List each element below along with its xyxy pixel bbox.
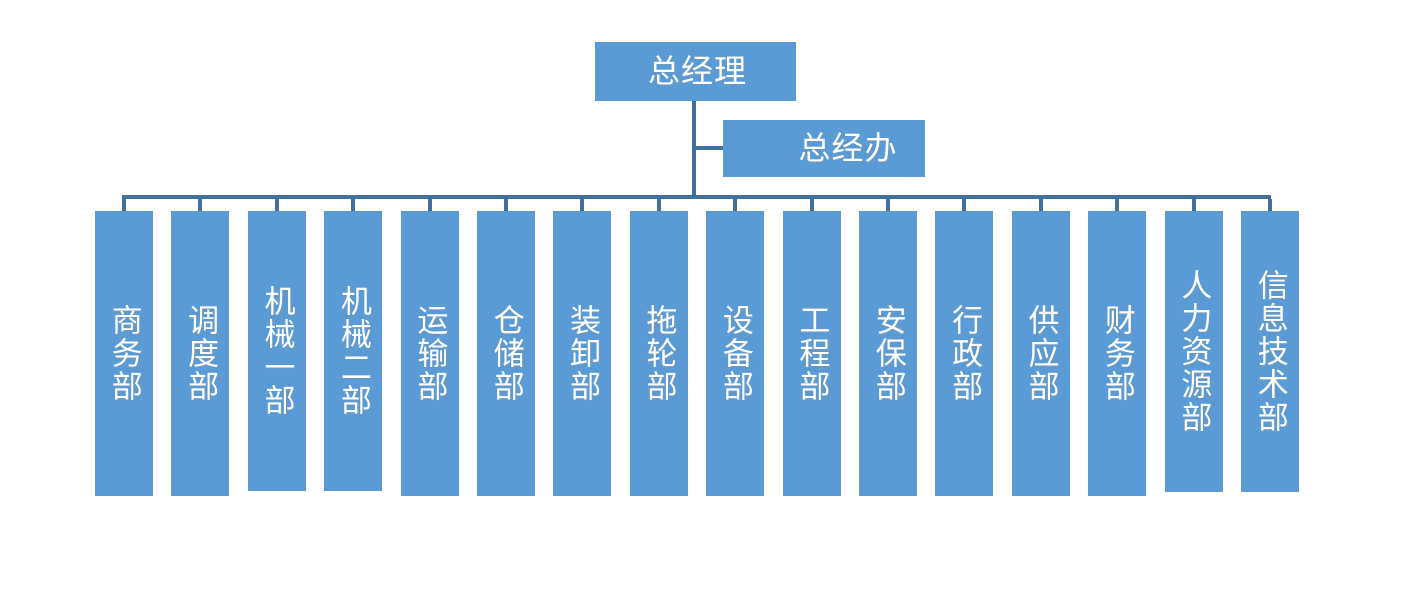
connector-drop-stub bbox=[274, 199, 279, 212]
node-department-9[interactable]: 设备部 bbox=[706, 211, 765, 496]
connector-drop-stub bbox=[427, 199, 432, 212]
node-department-label: 装卸部 bbox=[565, 304, 601, 403]
connector-drop-stub bbox=[656, 199, 661, 212]
node-department-label: 财务部 bbox=[1099, 304, 1135, 403]
node-department-15[interactable]: 人力资源部 bbox=[1164, 211, 1223, 492]
node-department-label: 机械一部 bbox=[259, 285, 295, 417]
connector-drop-stub bbox=[733, 199, 738, 212]
connector-drop-stub bbox=[351, 199, 356, 212]
node-department-12[interactable]: 行政部 bbox=[935, 211, 994, 496]
node-department-14[interactable]: 财务部 bbox=[1088, 211, 1147, 496]
node-department-label: 拖轮部 bbox=[641, 304, 677, 403]
connector-drop-stub bbox=[1038, 199, 1043, 212]
connector-drop-stub bbox=[122, 199, 126, 212]
node-department-label: 仓储部 bbox=[488, 304, 524, 403]
node-department-4[interactable]: 机械二部 bbox=[324, 211, 383, 491]
node-department-label: 信息技术部 bbox=[1252, 269, 1288, 434]
node-department-1[interactable]: 商务部 bbox=[95, 211, 153, 496]
node-department-label: 商务部 bbox=[106, 304, 142, 403]
connector-drop-stub bbox=[962, 199, 967, 212]
node-department-label: 运输部 bbox=[412, 304, 448, 403]
node-department-8[interactable]: 拖轮部 bbox=[629, 211, 688, 496]
node-department-label: 设备部 bbox=[717, 304, 753, 403]
connector-drop-stub bbox=[1115, 199, 1120, 212]
node-department-3[interactable]: 机械一部 bbox=[247, 211, 306, 491]
node-gm-office[interactable]: 总经办 bbox=[723, 120, 925, 177]
node-department-label: 调度部 bbox=[183, 304, 219, 403]
node-department-6[interactable]: 仓储部 bbox=[477, 211, 535, 496]
node-department-7[interactable]: 装卸部 bbox=[553, 211, 612, 496]
node-department-2[interactable]: 调度部 bbox=[171, 211, 230, 496]
connector-trunk-vertical bbox=[692, 101, 696, 199]
connector-drop-stub bbox=[1191, 199, 1196, 212]
connector-department-bus bbox=[122, 195, 1271, 199]
node-department-5[interactable]: 运输部 bbox=[400, 211, 459, 496]
node-gm-office-label: 总经办 bbox=[798, 129, 898, 166]
node-general-manager-label: 总经理 bbox=[647, 52, 747, 89]
node-department-13[interactable]: 供应部 bbox=[1011, 211, 1070, 496]
node-department-label: 工程部 bbox=[794, 304, 830, 403]
connector-drop-stub bbox=[1268, 199, 1272, 212]
connector-drop-stub bbox=[809, 199, 814, 212]
connector-drop-stub bbox=[504, 199, 508, 212]
connector-drop-stub bbox=[580, 199, 585, 212]
node-department-10[interactable]: 工程部 bbox=[782, 211, 841, 496]
node-department-16[interactable]: 信息技术部 bbox=[1241, 211, 1299, 492]
node-department-label: 行政部 bbox=[947, 304, 983, 403]
node-department-11[interactable]: 安保部 bbox=[859, 211, 917, 496]
connector-drop-stub bbox=[198, 199, 203, 212]
node-general-manager[interactable]: 总经理 bbox=[595, 42, 796, 101]
connector-gm-office-stub bbox=[696, 146, 724, 150]
node-department-label: 机械二部 bbox=[335, 285, 371, 417]
node-department-label: 安保部 bbox=[870, 304, 906, 403]
node-department-label: 人力资源部 bbox=[1176, 269, 1212, 434]
connector-drop-stub bbox=[886, 199, 890, 212]
node-department-label: 供应部 bbox=[1023, 304, 1059, 403]
